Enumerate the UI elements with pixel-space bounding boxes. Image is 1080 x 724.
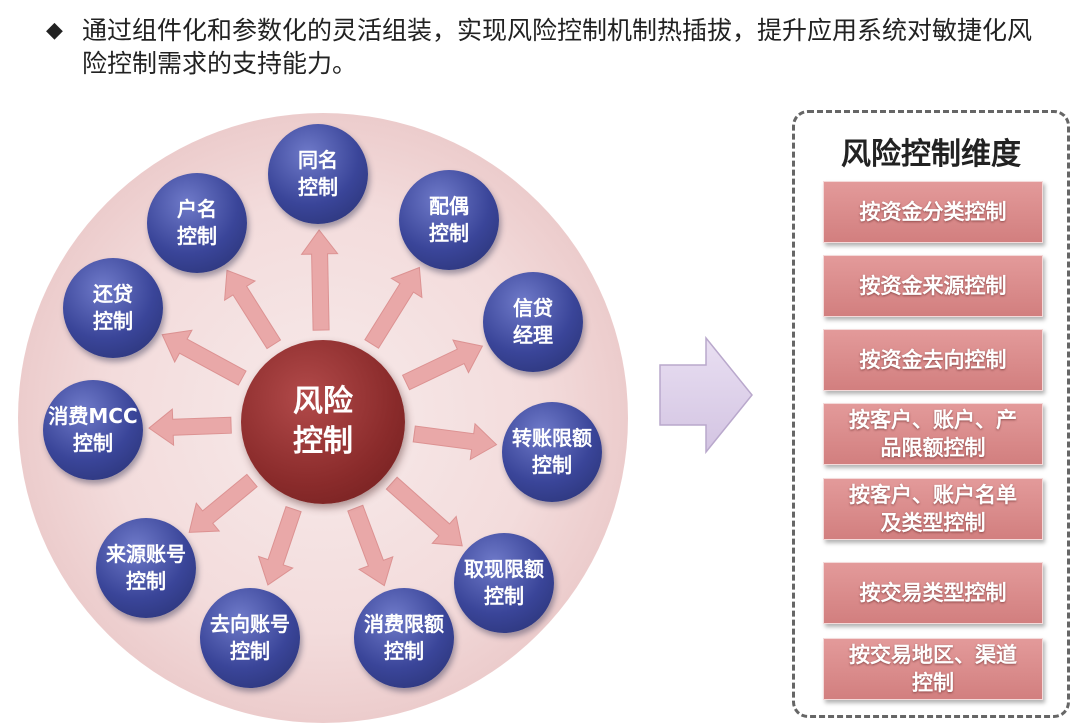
node-label: 来源账号 控制 — [106, 542, 186, 593]
node-2: 配偶 控制 — [399, 170, 499, 270]
node-label: 户名 控制 — [177, 197, 217, 248]
dimension-item-label: 按资金来源控制 — [859, 274, 1007, 298]
dimension-item-label: 按交易地区、渠道 控制 — [849, 643, 1017, 695]
node-label: 配偶 控制 — [429, 194, 469, 245]
node-5: 取现限额 控制 — [454, 533, 554, 633]
spoke-arrow-icon — [401, 339, 484, 391]
node-11: 户名 控制 — [147, 173, 247, 273]
node-1: 同名 控制 — [268, 124, 368, 224]
center-node-label: 风险 控制 — [293, 384, 353, 459]
intro-paragraph: ◆ 通过组件化和参数化的灵活组装，实现风险控制机制热插拔，提升应用系统对敏捷化风… — [46, 14, 1056, 80]
dimension-item-label: 按资金去向控制 — [859, 348, 1007, 372]
spoke-arrow-icon — [347, 504, 394, 587]
right-arrow-icon — [659, 335, 753, 455]
dimension-item: 按资金来源控制 — [823, 255, 1043, 317]
node-7: 去向账号 控制 — [200, 588, 300, 688]
dimension-item-label: 按交易类型控制 — [859, 581, 1007, 605]
node-label: 还贷 控制 — [93, 282, 133, 333]
dimension-item-label: 按客户、账户、产 品限额控制 — [849, 408, 1017, 460]
dimension-item: 按交易类型控制 — [823, 562, 1043, 624]
dimension-item: 按资金分类控制 — [823, 181, 1043, 243]
spoke-arrow-icon — [257, 505, 302, 586]
node-10: 还贷 控制 — [63, 258, 163, 358]
dimension-panel: 风险控制维度 按资金分类控制按资金来源控制按资金去向控制按客户、账户、产 品限额… — [792, 110, 1070, 718]
spoke-arrow-icon — [161, 329, 247, 386]
spoke-arrow-icon — [188, 473, 258, 533]
spoke-arrow-icon — [224, 269, 282, 350]
spoke-arrow-icon — [412, 422, 498, 461]
center-node: 风险 控制 — [241, 340, 405, 504]
dimension-item: 按客户、账户名单 及类型控制 — [823, 478, 1043, 540]
dimension-item-label: 按客户、账户名单 及类型控制 — [849, 483, 1017, 535]
node-label: 同名 控制 — [298, 148, 338, 199]
node-3: 信贷 经理 — [483, 272, 583, 372]
node-label: 信贷 经理 — [513, 296, 553, 347]
spoke-arrow-icon — [300, 229, 339, 331]
node-label: 去向账号 控制 — [210, 612, 290, 663]
spoke-arrow-icon — [364, 266, 423, 349]
spoke-arrow-icon — [148, 408, 232, 447]
node-label: 消费限额 控制 — [364, 612, 444, 663]
node-8: 来源账号 控制 — [96, 518, 196, 618]
spoke-arrow-icon — [385, 476, 463, 547]
node-label: 转账限额 控制 — [512, 426, 592, 477]
panel-title: 风险控制维度 — [841, 137, 1021, 172]
intro-text: 通过组件化和参数化的灵活组装，实现风险控制机制热插拔，提升应用系统对敏捷化风险控… — [82, 16, 1033, 78]
node-9: 消费MCC 控制 — [43, 380, 143, 480]
diamond-bullet-icon: ◆ — [46, 18, 63, 43]
node-6: 消费限额 控制 — [354, 588, 454, 688]
dimension-item: 按客户、账户、产 品限额控制 — [823, 403, 1043, 465]
node-label: 取现限额 控制 — [464, 557, 544, 608]
arrow-spokes — [148, 229, 498, 587]
node-4: 转账限额 控制 — [502, 402, 602, 502]
node-label: 消费MCC 控制 — [48, 404, 138, 455]
dimension-item: 按交易地区、渠道 控制 — [823, 638, 1043, 700]
dimension-item-label: 按资金分类控制 — [859, 200, 1007, 224]
dimension-item: 按资金去向控制 — [823, 329, 1043, 391]
